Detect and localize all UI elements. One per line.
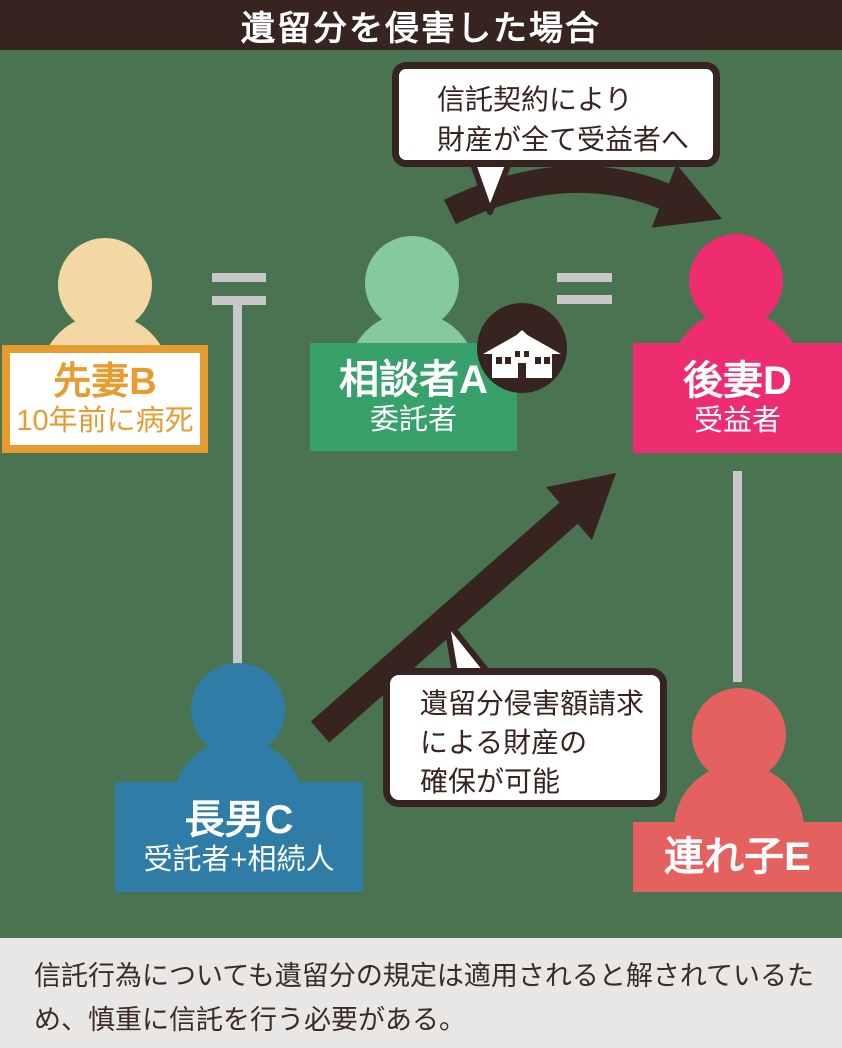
trust-transfer-arrow [444,164,722,228]
trust-bubble-line2: 財産が全て受益者へ [437,124,690,155]
second-wife-d-name: 後妻D [683,358,792,403]
footer-note-panel: 信託行為についても遺留分の規定は適用されると解されているため、慎重に信託を行う必… [0,938,842,1048]
person-head [191,663,285,757]
first-wife-b-name: 先妻B [53,360,157,403]
footer-note-text: 信託行為についても遺留分の規定は適用されると解されているため、慎重に信託を行う必… [34,961,815,1035]
person-head [58,238,152,332]
stepchild-e-name: 連れ子E [664,835,811,879]
marriage-equals-a-d [557,295,612,304]
person-head [692,688,786,782]
marriage-equals-b-a [212,273,266,282]
label-stepchild-e: 連れ子E [633,822,842,892]
eldest-son-c-name: 長男C [184,797,294,842]
descent-line-to-stepchild-e [733,471,742,682]
claim-bubble: 遺留分侵害額請求 による財産の 確保が可能 [383,668,667,807]
trust-bubble-line1: 信託契約により [437,84,633,115]
person-head [365,236,459,330]
title-bar: 遺留分を侵害した場合 [0,0,842,50]
marriage-equals-b-a [212,296,266,305]
trust-bubble: 信託契約により 財産が全て受益者へ [392,62,720,167]
label-consulter-a: 相談者A 委託者 [310,343,517,451]
consulter-a-name: 相談者A [339,357,488,402]
first-wife-b-note: 10年前に病死 [16,404,194,437]
page-title: 遺留分を侵害した場合 [241,9,601,48]
consulter-a-role: 委託者 [369,403,457,436]
person-head [689,234,783,328]
claim-bubble-line2: による財産の [420,727,588,758]
second-wife-d-role: 受益者 [693,404,781,437]
marriage-equals-a-d [557,273,612,282]
label-second-wife-d: 後妻D 受益者 [633,343,842,453]
label-eldest-son-c: 長男C 受託者+相続人 [115,782,363,892]
claim-bubble-line3: 確保が可能 [420,766,561,797]
label-first-wife-b: 先妻B 10年前に病死 [2,345,208,453]
descent-line-to-son-c [233,305,242,668]
eldest-son-c-role: 受託者+相続人 [143,843,335,876]
claim-bubble-line1: 遺留分侵害額請求 [420,688,645,719]
